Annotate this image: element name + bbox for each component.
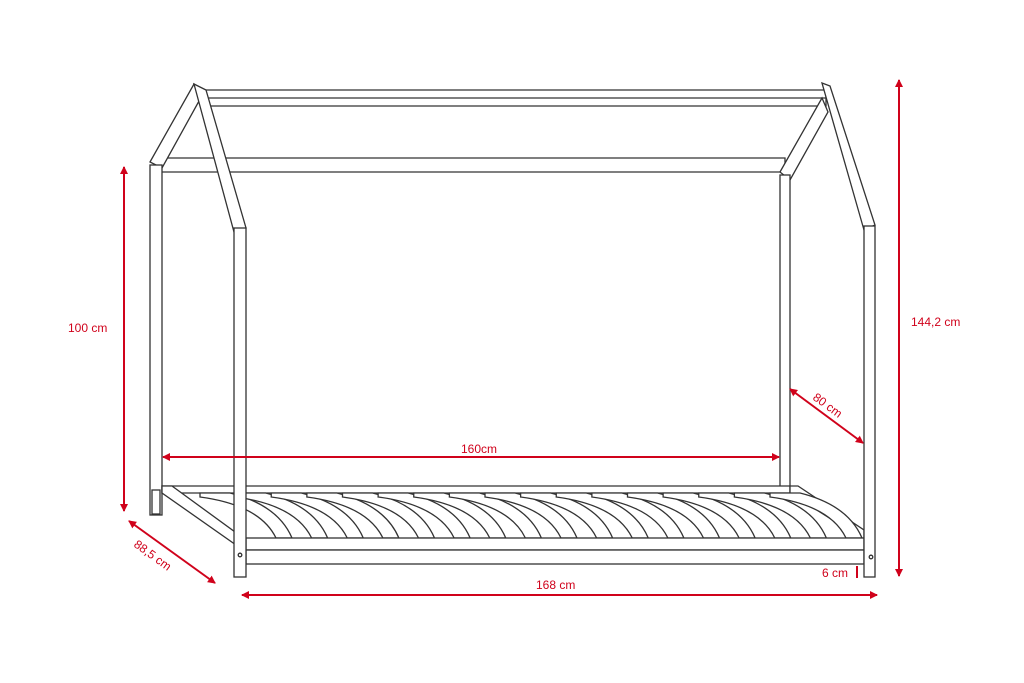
total-height-label: 144,2 cm [911,315,960,329]
bed-frame [149,81,876,578]
front-right-roof [821,81,876,231]
height-post-label: 100 cm [68,321,107,335]
front-rail [245,537,865,551]
total-length-label: 168 cm [536,578,575,592]
back-right-roof [779,96,829,181]
back-left-post [149,164,163,516]
clearance-label: 6 cm [822,566,848,580]
front-rail-lower [245,549,865,565]
front-left-post [233,227,247,578]
back-rail [161,485,791,494]
total-width-line [128,520,216,584]
back-left-roof [149,83,205,169]
back-right-post [779,174,791,494]
inner-width-line [789,388,864,444]
back-ridge-beam [159,157,786,173]
total-width-label: 88,5 cm [131,537,174,573]
slats [199,492,863,539]
front-right-post [863,225,876,578]
inner-length-label: 160cm [461,442,497,456]
